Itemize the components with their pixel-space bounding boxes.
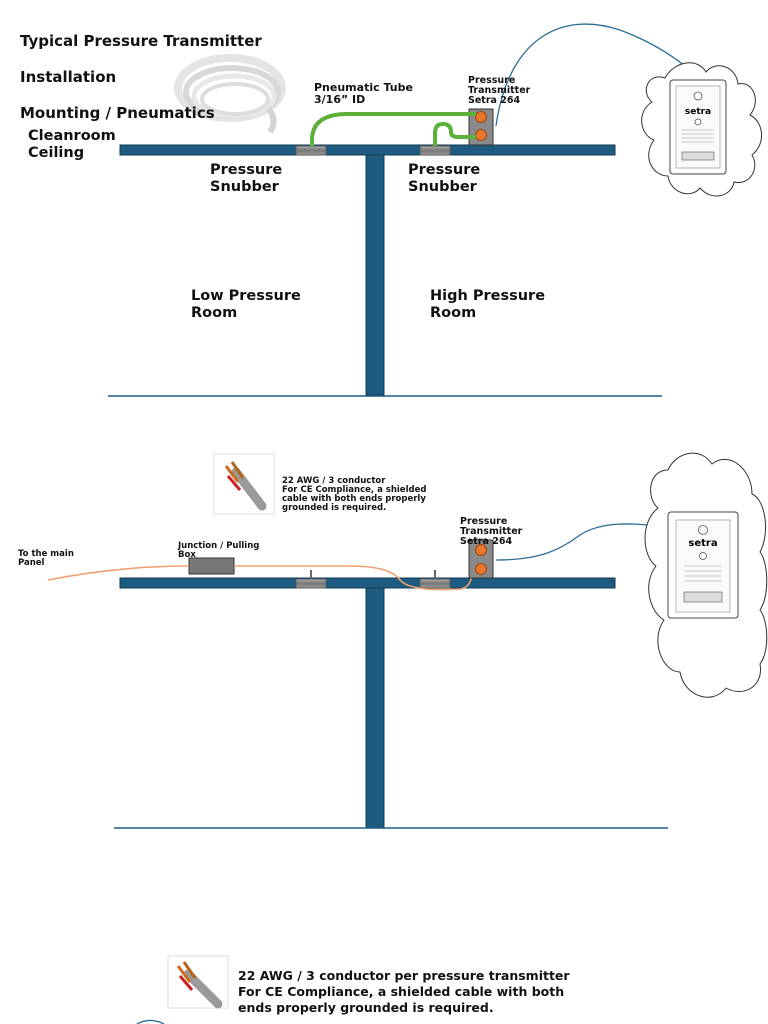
title-line-3: Mounting / Pneumatics bbox=[20, 104, 215, 122]
pressure-snubber-right bbox=[419, 145, 451, 156]
snubber-left-label: Pressure Snubber bbox=[210, 162, 283, 195]
page-title: Typical Pressure Transmitter Installatio… bbox=[20, 14, 262, 140]
transmitter-label-top: Pressure Transmitter Setra 264 bbox=[468, 75, 531, 106]
pneumatic-tube-label: Pneumatic Tube 3/16” ID bbox=[314, 81, 413, 106]
high-pressure-room-label: High Pressure Room bbox=[430, 288, 546, 321]
junction-box-label: Junction / Pulling Box bbox=[178, 541, 260, 560]
cloud-device-middle: setra bbox=[644, 452, 768, 698]
cable-image-bottom bbox=[167, 955, 229, 1009]
tubing-coil-image bbox=[174, 54, 286, 134]
title-line-1: Typical Pressure Transmitter bbox=[20, 32, 262, 50]
ceiling-beam-middle bbox=[119, 577, 616, 589]
pneumatic-tube-right bbox=[433, 121, 476, 146]
pressure-snubber-left bbox=[295, 145, 327, 156]
leader-arrow-top bbox=[495, 23, 700, 127]
wall-top bbox=[365, 154, 385, 396]
title-line-2: Installation bbox=[20, 68, 117, 86]
transmitter-port-low bbox=[475, 129, 487, 141]
leader-arrow-bottom bbox=[135, 1019, 165, 1024]
cloud-device-top: setra bbox=[641, 62, 762, 197]
snubber-right-label: Pressure Snubber bbox=[408, 162, 481, 195]
ceiling-beam-top bbox=[119, 144, 616, 156]
snubber-middle-left bbox=[295, 578, 327, 589]
signal-cable bbox=[47, 565, 473, 591]
pneumatic-tube-left bbox=[310, 112, 476, 146]
cable-note-middle: 22 AWG / 3 conductor For CE Compliance, … bbox=[282, 476, 427, 513]
transmitter-port-middle-1 bbox=[475, 544, 487, 556]
device-brand-middle: setra bbox=[688, 538, 717, 549]
cable-image-middle bbox=[213, 453, 275, 515]
transmitter-port-high bbox=[475, 111, 487, 123]
cable-note-bottom: 22 AWG / 3 conductor per pressure transm… bbox=[238, 968, 570, 1015]
snubber-middle-right bbox=[419, 578, 451, 589]
main-panel-label: To the main Panel bbox=[18, 549, 74, 568]
transmitter-label-middle: Pressure Transmitter Setra 264 bbox=[460, 516, 523, 547]
wall-middle bbox=[365, 587, 385, 829]
cleanroom-ceiling-label: Cleanroom Ceiling bbox=[28, 128, 116, 161]
device-brand-top: setra bbox=[685, 107, 711, 117]
junction-box bbox=[188, 557, 235, 575]
low-pressure-room-label: Low Pressure Room bbox=[191, 288, 301, 321]
transmitter-port-middle-2 bbox=[475, 563, 487, 575]
leader-arrow-middle bbox=[495, 520, 666, 561]
